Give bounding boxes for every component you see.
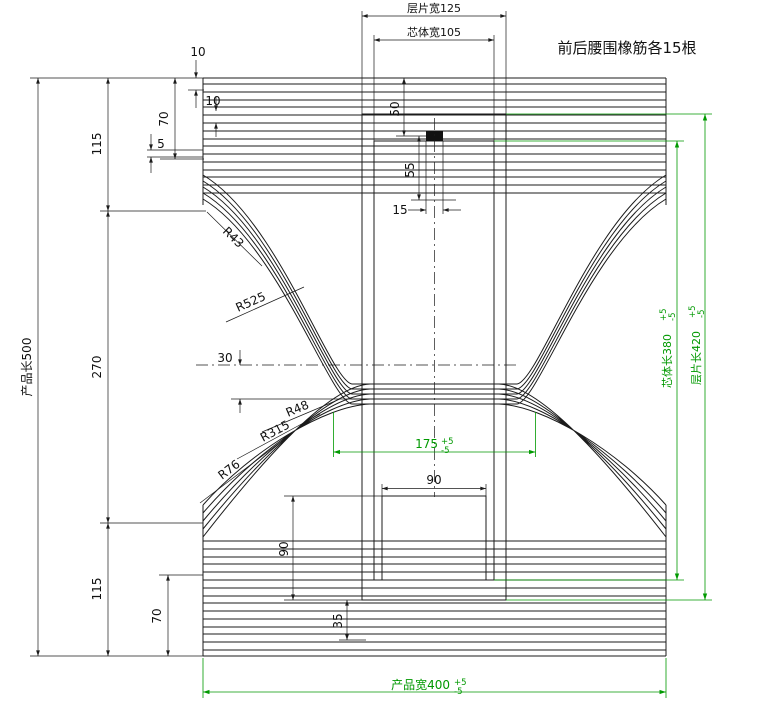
dim-tol-minus: -5: [697, 310, 707, 318]
r48-leader-line: [261, 398, 341, 433]
r76-leader-line: [199, 440, 283, 504]
dim-tol-minus: -5: [668, 313, 678, 321]
dim-label-55: 55: [403, 162, 417, 177]
waist-elastic-note: 前后腰围橡筋各15根: [557, 39, 696, 57]
product-edge-lines: [202, 77, 667, 657]
bottom-right-leg-curve-bundle: [498, 383, 667, 538]
dim-ext: [373, 35, 495, 141]
core-and-layer-rects: [361, 113, 507, 601]
dim-tol-plus: +5: [688, 305, 698, 318]
dim-label-layer-length: 层片长420: [690, 331, 703, 385]
r43-leader-line: [206, 211, 263, 267]
dim-label-15: 15: [392, 203, 407, 217]
dim-50: 50: [388, 78, 426, 137]
dim-tol-plus: +5: [441, 437, 454, 447]
radius-label-r48: R48: [284, 398, 311, 420]
inner-bottom-rect: [381, 495, 487, 581]
layer-sheet-rect: [361, 113, 507, 601]
dim-ext: [494, 140, 684, 581]
dim-label-175: 175: [415, 437, 438, 451]
dim-15: 15: [392, 203, 461, 217]
dim-ext: [333, 412, 536, 457]
dim-core-width: 芯体宽105: [373, 25, 495, 141]
center-lines: [196, 118, 516, 497]
dim-product-length: 产品长500: [20, 78, 40, 656]
dim-tol-plus: +5: [454, 678, 467, 688]
dim-label-core-length: 芯体长380: [660, 334, 674, 388]
dim-10-top: 10: [188, 45, 206, 108]
dim-tol-minus: -5: [454, 687, 462, 697]
dim-5-elastic: 5: [147, 134, 203, 173]
dim-ext: [506, 113, 712, 601]
dim-label-5-elastic: 5: [157, 137, 165, 151]
dim-label-10-elastic: 10: [205, 94, 220, 108]
dim-left-chain: 115 270 115: [30, 77, 206, 657]
r525-leader-line: [225, 286, 305, 323]
dim-70-top: 70: [157, 78, 204, 160]
dim-label-115-bottom: 115: [90, 578, 104, 601]
dim-label-product-width: 产品宽400: [391, 677, 450, 692]
dim-label-90-vertical: 90: [277, 541, 291, 556]
dim-label-core-width: 芯体宽105: [407, 25, 461, 39]
dim-label-50: 50: [388, 101, 402, 116]
dim-175: 175 +5 -5: [333, 412, 536, 457]
dim-label-30: 30: [217, 351, 232, 365]
r315-leader-line: [236, 413, 321, 460]
dim-10-elastic: 10: [205, 94, 221, 137]
dim-label-10-top: 10: [190, 45, 205, 59]
dim-label-70-top: 70: [157, 111, 171, 126]
dim-90-horizontal: 90: [381, 473, 487, 496]
dim-ext: [30, 77, 206, 657]
dim-label-90-horizontal: 90: [426, 473, 441, 487]
dim-30: 30: [217, 350, 352, 413]
dim-label-270: 270: [90, 356, 104, 379]
dim-label-115-top: 115: [90, 133, 104, 156]
dim-label-product-length: 产品长500: [20, 338, 34, 397]
dim-core-length: 芯体长380 +5 -5: [494, 140, 684, 581]
dim-layer-length: 层片长420 +5 -5: [506, 113, 712, 601]
radius-label-r315: R315: [258, 418, 292, 445]
bottom-elastic-strand-lines: [203, 540, 666, 651]
dim-35: 35: [331, 600, 366, 641]
dim-90-vertical: 90: [277, 495, 382, 601]
dim-product-width: 产品宽400 +5 -5: [202, 658, 667, 698]
dim-label-35: 35: [331, 613, 345, 628]
tape-guide-lines: [425, 141, 444, 214]
bottom-left-leg-curve-bundle: [202, 383, 371, 538]
product-outline: [202, 77, 667, 657]
dim-layer-width: 层片宽125: [361, 1, 507, 114]
dim-tol-plus: +5: [659, 308, 669, 321]
dim-55: 55: [403, 136, 456, 201]
bottom-waist-band-elastics: [203, 540, 666, 651]
dim-label-layer-width: 层片宽125: [407, 1, 461, 15]
dim-ext: [284, 495, 382, 601]
dim-label-70-bottom: 70: [150, 608, 164, 623]
dim-tol-minus: -5: [441, 446, 449, 456]
dim-ext: [361, 11, 507, 114]
dim-70-bottom: 70: [150, 574, 203, 656]
dim-ext: [147, 149, 203, 158]
